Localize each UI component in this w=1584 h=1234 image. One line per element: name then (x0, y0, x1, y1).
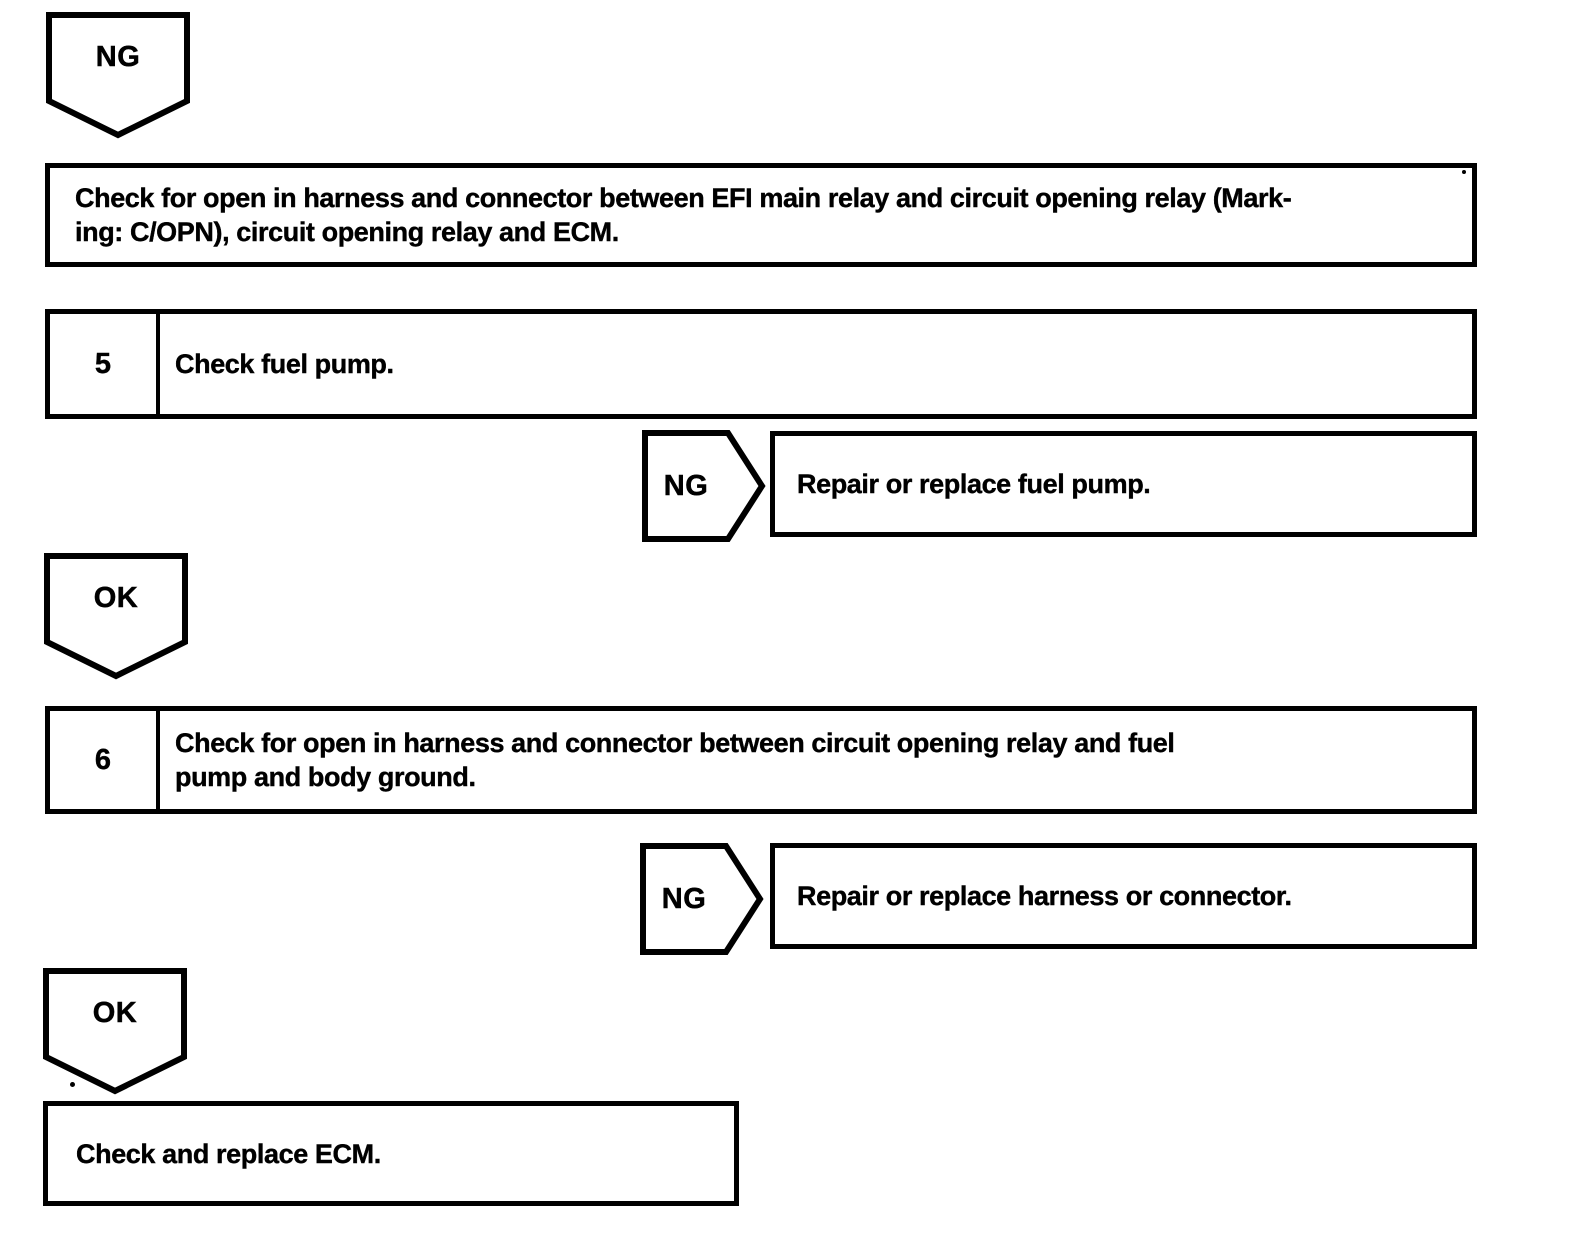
ng-label: NG (95, 40, 141, 73)
ng-branch-2-arrow: NG (640, 843, 764, 955)
ok-label: OK (93, 581, 139, 614)
ng-connector-badge-top: NG (46, 12, 190, 140)
scan-artifact-dot (70, 1082, 75, 1087)
step-6-box: 6 Check for open in harness and connecto… (45, 706, 1477, 814)
down-pentagon-shape (44, 553, 188, 680)
action-text: Repair or replace fuel pump. (797, 469, 1151, 499)
final-action-box-ecm: Check and replace ECM. (43, 1101, 739, 1206)
ng-label: NG (663, 469, 709, 502)
down-pentagon-shape (46, 12, 190, 139)
action-box-repair-harness: Repair or replace harness or connector. (770, 843, 1477, 949)
step-5-number: 5 (50, 314, 160, 414)
final-action-text: Check and replace ECM. (76, 1138, 382, 1169)
action-text: Repair or replace harness or connector. (797, 881, 1292, 911)
ng-label: NG (661, 882, 707, 915)
step-6-number: 6 (50, 711, 160, 809)
step-5-title: Check fuel pump. (175, 349, 394, 379)
instruction-text: Check for open in harness and connector … (75, 183, 1292, 247)
right-pentagon-shape (642, 430, 766, 542)
action-box-repair-fuel-pump: Repair or replace fuel pump. (770, 431, 1477, 537)
ok-connector-badge-2: OK (43, 968, 187, 1096)
ng-branch-1-arrow: NG (642, 430, 766, 542)
ok-label: OK (92, 996, 138, 1029)
right-pentagon-shape (640, 843, 764, 955)
step-5-box: 5 Check fuel pump. (45, 309, 1477, 419)
step-6-title: Check for open in harness and connector … (175, 728, 1175, 792)
instruction-box-harness-ecm: Check for open in harness and connector … (45, 163, 1477, 267)
scan-artifact-dot (1462, 170, 1466, 174)
ok-connector-badge-1: OK (44, 553, 188, 681)
down-pentagon-shape (43, 968, 187, 1095)
